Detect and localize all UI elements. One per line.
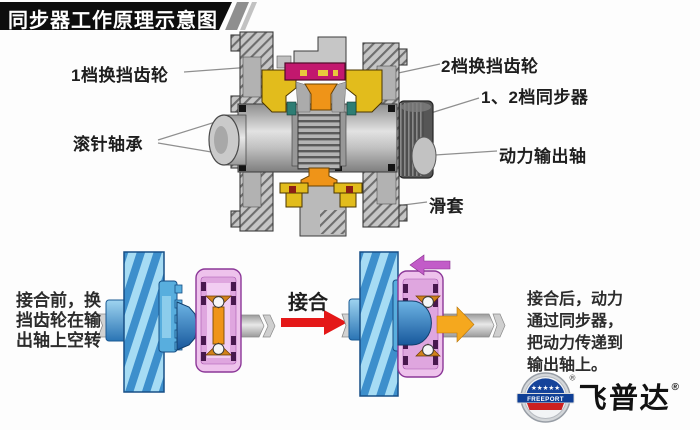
output-gear [398,100,437,179]
engage-arrow [281,310,347,335]
detent-ball [422,296,434,308]
detent-ball [212,296,225,308]
detent-ball [422,344,434,356]
before-engagement-text: 接合前，换 挡齿轮在输 出轴上空转 [16,291,101,351]
engaged-gear-illustration [341,251,506,397]
synchronizer-assembly-top [261,62,383,116]
label-needle-bearing: 滚针轴承 [73,135,143,154]
freeport-badge: ★★★★★ FREEPORT ® [516,372,576,423]
before-line-1: 接合前，换 [16,291,101,310]
shift-direction-arrow [409,254,451,276]
after-line-3: 把动力传递到 [527,335,624,352]
after-line-2: 通过同步器， [527,313,624,330]
label-synchronizer: 1、2档同步器 [481,88,589,107]
after-line-1: 接合后，动力 [527,291,624,308]
badge-stars: ★★★★★ [531,385,560,392]
shaft-break-chevron [262,314,276,338]
cross-section-diagram [208,31,437,237]
before-line-2: 挡齿轮在输 [16,311,101,330]
label-gear1: 1档换挡齿轮 [71,66,169,85]
shaft-break-chevron [492,313,506,338]
sliding-sleeve [195,268,242,373]
leader-lines [157,63,498,211]
title-banner [0,2,232,30]
label-gear2: 2档换挡齿轮 [441,57,539,76]
brand-registered-mark: ® [671,382,680,393]
helical-gear [359,251,399,397]
before-line-3: 出轴上空转 [16,331,101,350]
after-line-4: 输出轴上。 [527,357,608,374]
detent-ball [212,343,225,355]
brand-logo-text: 飞普达® [577,375,680,417]
label-output-shaft: 动力输出轴 [499,147,587,166]
synchronizer-assembly-bottom [279,167,363,237]
badge-registered-mark: ® [570,374,576,383]
engage-label: 接合 [288,292,328,314]
sliding-sleeve-engaged [397,270,444,378]
page-title: 同步器工作原理示意图 [8,10,218,32]
helical-gear [123,251,165,393]
synchro-cone-engaged [397,300,432,346]
brand-name: 飞普达 [577,383,672,415]
power-flow-arrow [436,306,475,343]
idle-gear-illustration [97,251,276,393]
synchro-cone [176,301,197,351]
label-sleeve: 滑套 [429,197,464,216]
after-engagement-text: 接合后，动力 通过同步器， 把动力传递到 输出轴上。 [527,289,623,377]
badge-wordmark: FREEPORT [527,396,564,403]
output-shaft [208,103,398,173]
